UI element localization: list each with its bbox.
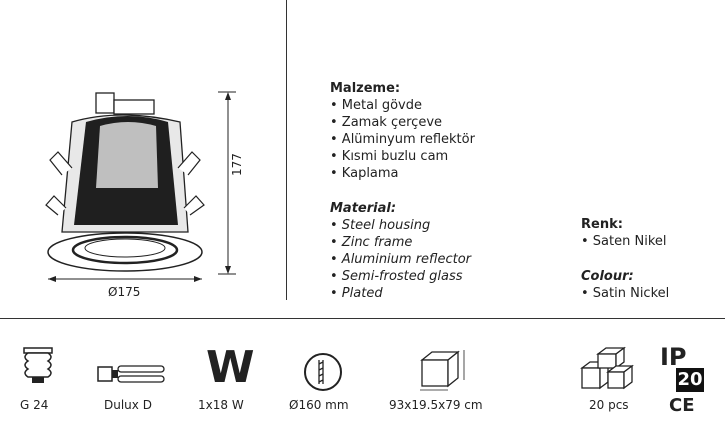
- spec-tr-item: • Metal gövde: [330, 98, 422, 113]
- specs-tr-title: Malzeme:: [330, 81, 401, 96]
- specs-tr: Malzeme: • Metal gövde • Zamak çerçeve •…: [330, 80, 475, 182]
- vertical-divider: [286, 0, 287, 300]
- colour-tr-value: • Saten Nikel: [581, 234, 667, 249]
- spec-tr-item: • Kısmi buzlu cam: [330, 149, 449, 164]
- ip-number: 20: [677, 369, 703, 390]
- spec-en-item: • Zinc frame: [330, 235, 413, 250]
- spec-tr-item: • Alüminyum reflektör: [330, 132, 475, 147]
- spec-en-item: • Plated: [330, 286, 383, 301]
- spec-en-item: • Aluminium reflector: [330, 252, 471, 267]
- power-w-icon: W: [206, 342, 255, 393]
- cutout-label: Ø160 mm: [289, 398, 349, 412]
- horizontal-divider: [0, 318, 725, 319]
- height-dimension-label: 177: [230, 153, 244, 176]
- spec-en-item: • Semi-frosted glass: [330, 269, 463, 284]
- spec-tr-item: • Zamak çerçeve: [330, 115, 443, 130]
- cutout-icon: [304, 353, 342, 391]
- power-label: 1x18 W: [198, 398, 244, 412]
- socket-icon: [23, 347, 53, 383]
- specs-en: Material: • Steel housing • Zinc frame •…: [330, 200, 471, 302]
- specs-en-title: Material:: [330, 201, 397, 216]
- ip-rating-icon: IP 20: [660, 343, 704, 392]
- ip-number-badge: [676, 368, 704, 392]
- colour-tr: Renk: • Saten Nikel: [581, 216, 667, 250]
- box-label: 93x19.5x79 cm: [389, 398, 483, 412]
- colour-en-value: • Satin Nickel: [581, 286, 670, 301]
- colour-en: Colour: • Satin Nickel: [581, 268, 669, 302]
- lamp-icon: [97, 365, 165, 383]
- box-icon: [420, 350, 465, 391]
- ce-mark-icon: CE: [669, 395, 695, 416]
- package-icon: [580, 346, 634, 390]
- spec-en-item: • Steel housing: [330, 218, 431, 233]
- colour-en-title: Colour:: [581, 269, 634, 284]
- spec-tr-item: • Kaplama: [330, 166, 399, 181]
- width-dimension-label: Ø175: [108, 285, 141, 299]
- ip-letters: IP: [660, 343, 687, 371]
- package-label: 20 pcs: [589, 398, 629, 412]
- socket-label: G 24: [20, 398, 49, 412]
- colour-tr-title: Renk:: [581, 217, 623, 232]
- lamp-label: Dulux D: [104, 398, 152, 412]
